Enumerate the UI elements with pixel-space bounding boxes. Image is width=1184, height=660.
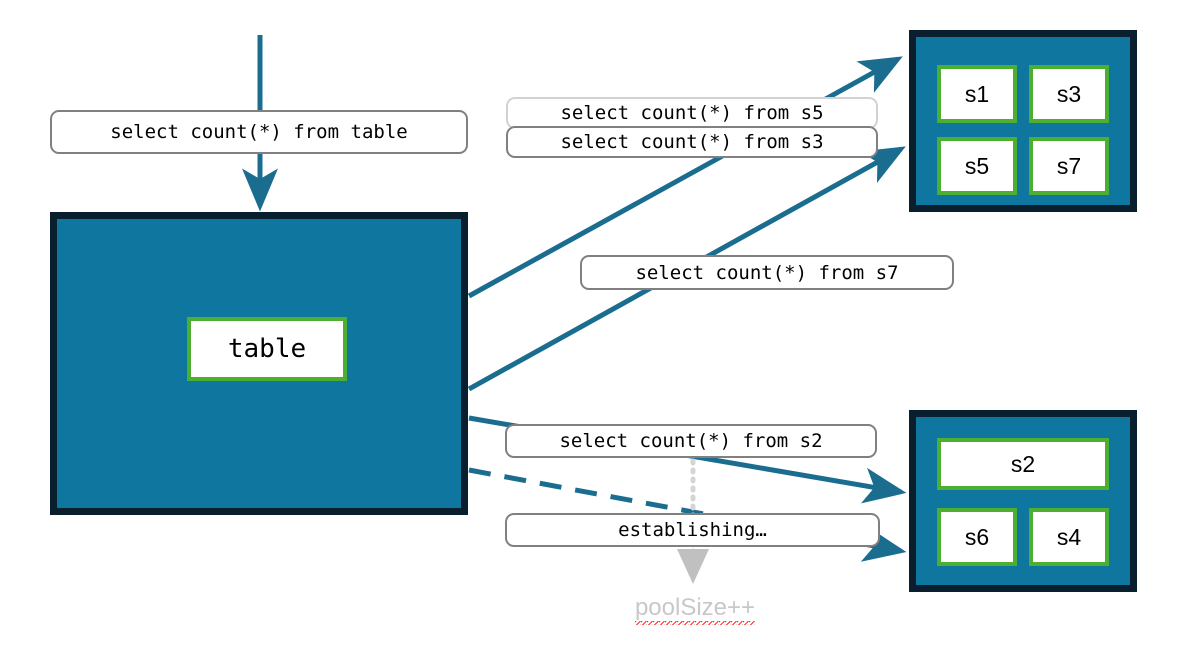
- node-s5[interactable]: s5: [937, 137, 1017, 195]
- query-label-from-s7[interactable]: select count(*) from s7: [580, 255, 954, 290]
- node-s2[interactable]: s2: [937, 438, 1109, 490]
- node-s3[interactable]: s3: [1029, 65, 1109, 123]
- status-label-establishing[interactable]: establishing…: [505, 513, 880, 547]
- query-label-from-s5[interactable]: select count(*) from s5: [506, 97, 878, 129]
- node-s1[interactable]: s1: [937, 65, 1017, 123]
- pool-size-note: poolSize++: [600, 594, 790, 625]
- query-label-from-s2[interactable]: select count(*) from s2: [505, 424, 877, 458]
- node-s6[interactable]: s6: [937, 508, 1017, 566]
- query-label-from-s3[interactable]: select count(*) from s3: [506, 126, 878, 158]
- query-label-from-table[interactable]: select count(*) from table: [50, 110, 468, 154]
- node-s4[interactable]: s4: [1029, 508, 1109, 566]
- pool-size-note-text: poolSize++: [634, 594, 756, 625]
- main-table-pool: table: [50, 212, 468, 515]
- node-s7[interactable]: s7: [1029, 137, 1109, 195]
- node-table[interactable]: table: [187, 317, 347, 381]
